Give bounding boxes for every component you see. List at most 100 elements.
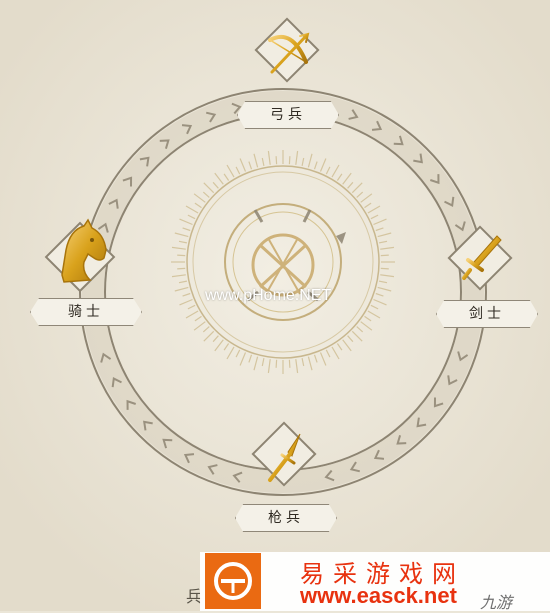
- chevron-arrow: [433, 397, 444, 408]
- chevron-arrow: [457, 351, 469, 362]
- sunburst-ray: [380, 246, 395, 250]
- sunburst-ray: [370, 214, 379, 220]
- sunburst-ray: [235, 349, 241, 358]
- sunburst-ray: [194, 202, 202, 209]
- chevron-arrow: [373, 449, 385, 460]
- sunburst-ray: [342, 172, 352, 185]
- sunburst-ray: [331, 164, 340, 178]
- sunburst-ray: [267, 359, 271, 374]
- sunburst-ray: [275, 359, 278, 368]
- chevron-arrow: [396, 435, 407, 445]
- chevron-arrow: [139, 156, 150, 167]
- sunburst-ray: [380, 254, 389, 257]
- horse-head-icon: [61, 218, 107, 283]
- sunburst-ray: [356, 326, 364, 333]
- sunburst-ray: [295, 359, 299, 374]
- sunburst-ray: [239, 352, 247, 366]
- sunburst-ray: [261, 157, 265, 167]
- sunburst-rays: [171, 150, 395, 374]
- sunburst-ray: [275, 156, 278, 165]
- chevron-arrow: [348, 109, 359, 120]
- sunburst-ray: [356, 191, 364, 198]
- sunburst-ray: [202, 191, 210, 198]
- chevron-arrow: [143, 420, 153, 431]
- sunburst-ray: [214, 172, 224, 185]
- sunburst-ray: [313, 354, 318, 363]
- sunburst-ray: [360, 193, 373, 203]
- sunburst-ray: [367, 205, 381, 214]
- sunburst-ray: [212, 335, 219, 343]
- sunburst-ray: [267, 150, 271, 165]
- sunburst-ray: [253, 153, 259, 168]
- chevron-arrow: [447, 375, 458, 386]
- banner-side-text: 九游: [480, 593, 513, 612]
- banner-url[interactable]: www.easck.net: [300, 583, 457, 608]
- sunburst-ray: [380, 267, 389, 270]
- archer-label: 弓兵: [237, 101, 339, 129]
- chevron-arrow: [183, 453, 195, 464]
- banner-title: 易采游戏网: [300, 560, 465, 588]
- chevron-arrow: [159, 139, 170, 149]
- spearman-node: [251, 421, 317, 487]
- chevron-arrow: [100, 352, 112, 363]
- sunburst-ray: [239, 158, 247, 172]
- sunburst-ray: [288, 359, 291, 368]
- chevron-arrow: [413, 153, 423, 164]
- sunburst-ray: [182, 292, 191, 297]
- sunburst-ray: [377, 286, 392, 292]
- sunburst-ray: [375, 292, 384, 297]
- knight-label: 骑士: [30, 298, 142, 326]
- sunburst-ray: [177, 267, 186, 270]
- sunburst-ray: [336, 173, 343, 181]
- sunburst-ray: [325, 349, 331, 358]
- sunburst-ray: [351, 182, 363, 194]
- e-logo-icon: [205, 553, 261, 609]
- sunburst-ray: [301, 357, 305, 367]
- sunburst-ray: [223, 173, 230, 181]
- archer-node: [254, 17, 320, 83]
- sunburst-ray: [226, 164, 235, 178]
- chevron-arrow: [232, 471, 243, 483]
- sunburst-ray: [301, 157, 305, 167]
- sunburst-ray: [377, 232, 392, 238]
- chevron-arrow: [108, 198, 119, 209]
- sunburst-ray: [370, 304, 379, 310]
- direction-arrows: [97, 101, 469, 483]
- chevron-arrow: [207, 464, 218, 475]
- sunburst-ray: [364, 202, 372, 209]
- sunburst-ray: [187, 214, 196, 220]
- sunburst-ray: [342, 339, 352, 352]
- bow-icon: [268, 32, 310, 74]
- chevron-arrow: [111, 377, 122, 388]
- sunburst-ray: [203, 182, 215, 194]
- chevron-arrow: [126, 399, 137, 410]
- sunburst-ray: [179, 218, 193, 226]
- sunburst-ray: [378, 280, 388, 284]
- chevron-arrow: [205, 111, 217, 123]
- sunburst-ray: [226, 346, 235, 360]
- swordsman-node: [447, 225, 513, 291]
- chevron-arrow: [162, 438, 173, 449]
- sunburst-ray: [347, 335, 354, 343]
- sunburst-ray: [378, 240, 388, 244]
- sunburst-ray: [248, 161, 253, 170]
- chevron-arrow: [454, 221, 466, 232]
- sunburst-ray: [319, 158, 327, 172]
- sunburst-ray: [307, 356, 313, 371]
- sunburst-ray: [295, 150, 299, 165]
- sunburst-ray: [261, 357, 265, 367]
- chevron-arrow: [429, 174, 440, 185]
- sunburst-ray: [313, 161, 318, 170]
- sunburst-ray: [193, 193, 206, 203]
- sunburst-ray: [177, 254, 186, 257]
- sunburst-ray: [178, 240, 188, 244]
- sunburst-ray: [171, 246, 186, 250]
- chevron-arrow: [393, 135, 404, 146]
- sunburst-ray: [174, 232, 189, 238]
- sunburst-ray: [202, 326, 210, 333]
- sunburst-ray: [364, 315, 372, 322]
- sunburst-ray: [373, 218, 387, 226]
- sunburst-ray: [319, 352, 327, 366]
- sunburst-ray: [212, 181, 219, 189]
- sunburst-ray: [223, 343, 230, 351]
